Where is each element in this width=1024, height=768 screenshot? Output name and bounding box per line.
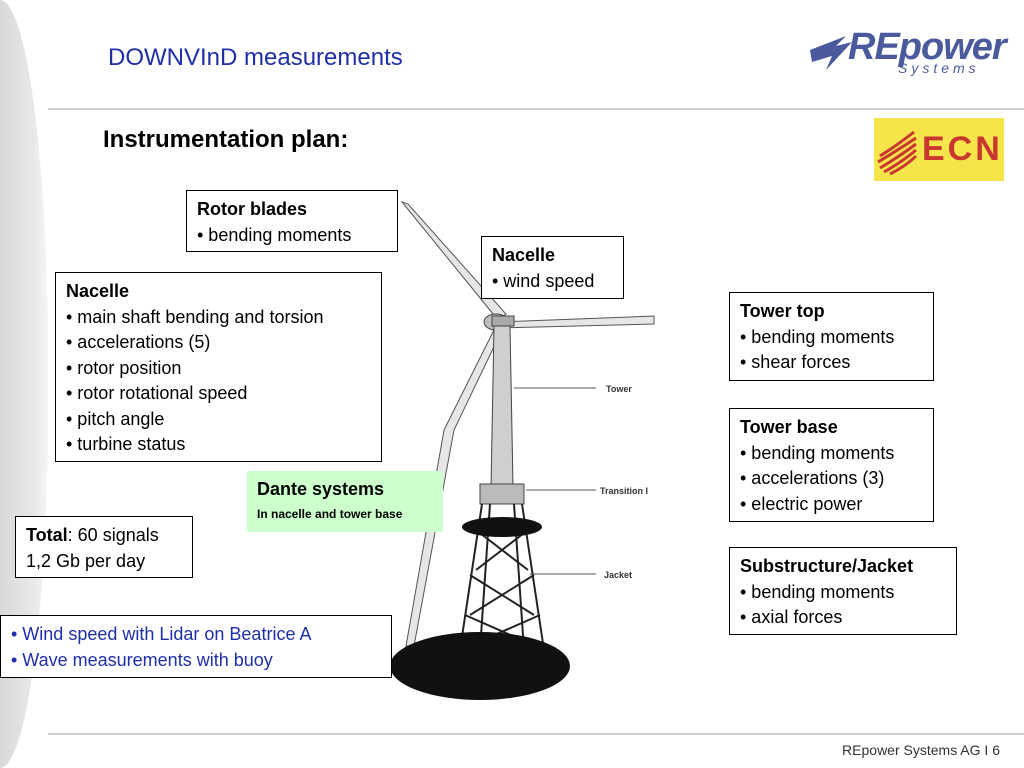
- repower-logo-sub: Systems: [898, 60, 980, 76]
- tower-label: Tower: [606, 384, 632, 394]
- box-title: Rotor blades: [197, 199, 308, 219]
- total-label: Total: [26, 525, 68, 545]
- page-title: DOWNVInD measurements: [108, 44, 403, 71]
- list-item: • shear forces: [740, 352, 851, 372]
- ecn-stripes-icon: [877, 130, 918, 176]
- rotor-blades-box: Rotor blades • bending moments: [186, 190, 398, 252]
- header-divider: [48, 108, 1024, 110]
- list-item: • bending moments: [740, 326, 895, 347]
- box-title: Nacelle: [492, 245, 556, 265]
- list-item: • electric power: [740, 493, 863, 514]
- list-item: • turbine status: [66, 434, 186, 454]
- list-item: • rotor rotational speed: [66, 383, 248, 403]
- repower-swoosh-icon: [810, 36, 852, 70]
- list-item: • Wave measurements with buoy: [11, 649, 273, 670]
- list-item: • bending moments: [740, 581, 895, 602]
- list-item: • wind speed: [492, 270, 595, 291]
- list-item: • main shaft bending and torsion: [66, 306, 324, 327]
- extra-measurements-box: • Wind speed with Lidar on Beatrice A • …: [0, 615, 392, 678]
- jacket-label: Jacket: [604, 570, 632, 580]
- section-heading: Instrumentation plan:: [103, 126, 349, 153]
- list-item: • accelerations (5): [66, 332, 211, 352]
- list-item: • Wind speed with Lidar on Beatrice A: [11, 624, 312, 644]
- box-title: Tower top: [740, 301, 825, 321]
- box-title: Dante systems: [257, 479, 385, 499]
- tower-base-box: Tower base • bending moments • accelerat…: [729, 408, 934, 522]
- list-item: • pitch angle: [66, 408, 165, 429]
- total-line: Total: 60 signals: [26, 523, 184, 549]
- substructure-box: Substructure/Jacket • bending moments • …: [729, 547, 957, 635]
- dante-note: In nacelle and tower base: [257, 506, 403, 521]
- box-title: Substructure/Jacket: [740, 556, 914, 576]
- list-item: • bending moments: [197, 224, 352, 245]
- transition-label: Transition I: [600, 486, 648, 496]
- list-item: • accelerations (3): [740, 468, 885, 488]
- total-box: Total: 60 signals 1,2 Gb per day: [15, 516, 193, 578]
- total-value: : 60 signals: [67, 525, 159, 545]
- wind-turbine-illustration: Tower Transition I Jacket: [390, 200, 655, 700]
- box-title: Tower base: [740, 417, 838, 437]
- tower-top-box: Tower top • bending moments • shear forc…: [729, 292, 934, 381]
- footer-text: REpower Systems AG I 6: [842, 742, 1000, 758]
- repower-logo-main: REpower: [848, 26, 1007, 68]
- nacelle-box: Nacelle • main shaft bending and torsion…: [55, 272, 382, 462]
- ecn-logo: ECN: [874, 118, 1004, 181]
- footer-divider: [48, 733, 1024, 735]
- ecn-logo-text: ECN: [922, 130, 1003, 168]
- list-item: • bending moments: [740, 442, 895, 463]
- dante-systems-box: Dante systems In nacelle and tower base: [247, 471, 443, 532]
- list-item: • axial forces: [740, 607, 843, 627]
- box-title: Nacelle: [66, 281, 130, 301]
- total-rate: 1,2 Gb per day: [26, 550, 146, 571]
- repower-logo: REpower Systems: [806, 26, 1007, 82]
- list-item: • rotor position: [66, 357, 182, 378]
- nacelle-wind-box: Nacelle • wind speed: [481, 236, 624, 299]
